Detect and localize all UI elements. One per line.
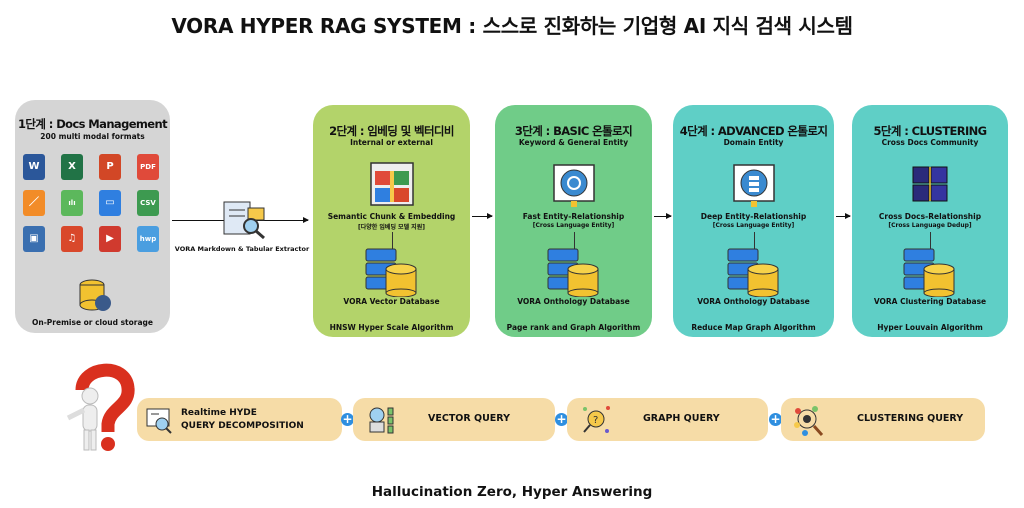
file-format-icon: PDF	[137, 154, 159, 180]
database-icon	[364, 247, 420, 301]
clustering-query-icon	[794, 406, 824, 436]
stage-4: 4단계 : ADVANCED 온톨로지 Domain Entity Deep E…	[673, 105, 834, 337]
footer-tagline: Hallucination Zero, Hyper Answering	[371, 484, 653, 500]
stage-icon	[731, 161, 777, 211]
stage-subtitle: Domain Entity	[723, 138, 784, 147]
file-format-icon: ▣	[23, 226, 45, 252]
stage-subtitle: Keyword & General Entity	[518, 138, 629, 147]
storage-label: On-Premise or cloud storage	[31, 318, 154, 327]
database-label: VORA Vector Database	[343, 297, 440, 306]
stage-title: 3단계 : BASIC 온톨로지	[514, 124, 633, 138]
stage-subtitle: Cross Docs Community	[881, 138, 979, 147]
stage-icon	[907, 161, 953, 211]
query-label-line1: Realtime HYDE	[181, 408, 257, 418]
query-clustering: CLUSTERING QUERY	[781, 398, 985, 441]
storage-database-icon	[79, 279, 111, 311]
ontology-book-icon	[552, 164, 595, 207]
file-format-icon: ılı	[61, 190, 83, 216]
database-server-icon	[903, 248, 955, 298]
file-format-icon: CSV	[137, 190, 159, 216]
extractor-label: VORA Markdown & Tabular Extractor	[174, 245, 310, 253]
query-label: CLUSTERING QUERY	[857, 413, 964, 424]
database-label: VORA Clustering Database	[873, 297, 987, 306]
file-format-icon: ▭	[99, 190, 121, 216]
database-label: VORA Onthology Database	[697, 297, 810, 306]
stage-subtitle: Internal or external	[350, 138, 433, 147]
stage-description-detail: [Cross Language Dedup]	[888, 222, 972, 229]
file-format-icon: ♫	[61, 226, 83, 252]
stage-description-detail: [Cross Language Entity]	[532, 222, 615, 229]
file-format-icon: W	[23, 154, 45, 180]
stage-title: 5단계 : CLUSTERING	[873, 124, 987, 138]
connector-line	[753, 232, 755, 250]
query-label: VECTOR QUERY	[428, 413, 510, 424]
arrow	[472, 213, 493, 219]
stage-3: 3단계 : BASIC 온톨로지 Keyword & General Entit…	[495, 105, 652, 337]
stage-description: Cross Docs-Relationship	[878, 212, 982, 221]
connector-line	[573, 232, 575, 250]
stage-description-detail: [다양한 임베딩 모델 지원]	[358, 224, 425, 231]
database-server-icon	[365, 248, 416, 298]
query-graph: ? GRAPH QUERY	[567, 398, 768, 441]
query-decomposition-icon	[146, 408, 172, 434]
stage-5: 5단계 : CLUSTERING Cross Docs Community Cr…	[852, 105, 1008, 337]
connector-line	[391, 232, 393, 250]
stage-description: Deep Entity-Relationship	[700, 212, 807, 221]
database-icon	[902, 247, 958, 301]
query-hyde-decomposition: Realtime HYDE QUERY DECOMPOSITION	[137, 398, 342, 441]
extractor-document-icon	[223, 201, 265, 240]
stage-icon	[369, 161, 415, 211]
cluster-cubes-icon	[912, 166, 948, 202]
algorithm-label: Reduce Map Graph Algorithm	[691, 323, 816, 332]
stage-title: 4단계 : ADVANCED 온톨로지	[679, 124, 828, 138]
database-label: VORA Onthology Database	[517, 297, 630, 306]
plus-icon: +	[555, 412, 568, 426]
arrow	[836, 213, 851, 219]
stage-description-detail: [Cross Language Entity]	[712, 222, 795, 229]
file-format-icon: hwp	[137, 226, 159, 252]
database-icon	[546, 247, 602, 301]
svg-text:?: ?	[593, 415, 598, 426]
file-format-icon: ▶	[99, 226, 121, 252]
stage-description: Semantic Chunk & Embedding	[327, 212, 456, 221]
stage-subtitle: 200 multi modal formats	[40, 132, 145, 141]
arrow	[654, 213, 672, 219]
vector-query-icon	[369, 407, 394, 434]
query-label: GRAPH QUERY	[643, 413, 720, 424]
algorithm-label: Page rank and Graph Algorithm	[506, 323, 641, 332]
query-label-line2: QUERY DECOMPOSITION	[181, 421, 304, 431]
query-vector: VECTOR QUERY	[353, 398, 555, 441]
database-server-icon	[727, 248, 778, 298]
plus-icon: +	[341, 412, 354, 426]
file-format-icon: ／	[23, 190, 45, 216]
stage-1-docs-management: 1단계 : Docs Management 200 multi modal fo…	[15, 100, 170, 333]
graph-query-icon: ?	[583, 406, 610, 433]
diagram-title: VORA HYPER RAG SYSTEM : 스스로 진화하는 기업형 AI …	[171, 14, 853, 38]
semantic-chunk-icon	[369, 162, 414, 206]
question-person-icon	[66, 363, 135, 451]
stage-title: 1단계 : Docs Management	[18, 117, 168, 131]
file-format-icon: X	[61, 154, 83, 180]
plus-icon: +	[769, 412, 782, 426]
file-format-icon: P	[99, 154, 121, 180]
database-icon	[726, 247, 782, 301]
algorithm-label: Hyper Louvain Algorithm	[877, 323, 983, 332]
stage-2: 2단계 : 임베딩 및 벡터디비 Internal or external Se…	[313, 105, 470, 337]
stage-description: Fast Entity-Relationship	[522, 212, 625, 221]
stage-icon	[551, 161, 597, 211]
stage-title: 2단계 : 임베딩 및 벡터디비	[329, 124, 454, 138]
connector-line	[930, 232, 931, 250]
database-server-icon	[547, 248, 598, 298]
algorithm-label: HNSW Hyper Scale Algorithm	[329, 323, 454, 332]
domain-entity-book-icon	[732, 164, 775, 207]
